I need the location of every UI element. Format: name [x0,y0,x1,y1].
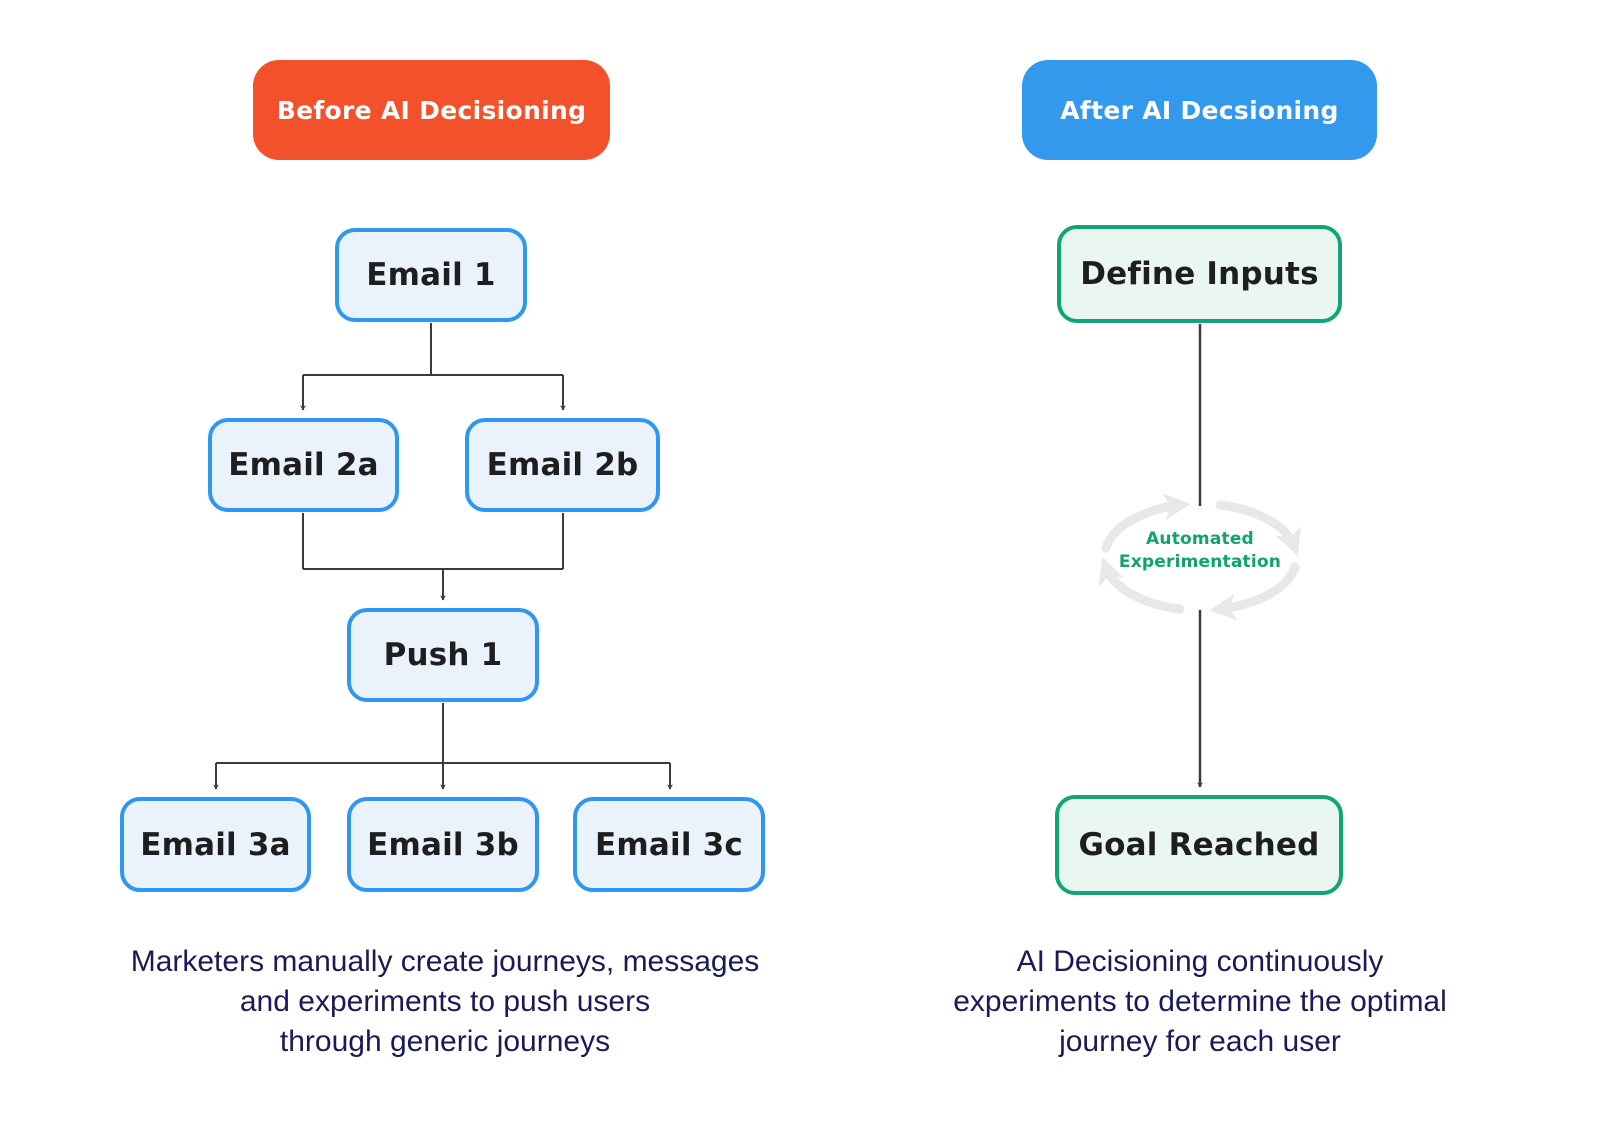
flow-node-email-2a: Email 2a [208,418,399,512]
before-caption-line2: and experiments to push users [239,985,651,1018]
after-caption-line3: journey for each user [1059,1025,1341,1058]
before-header-label: Before AI Decisioning [276,95,587,125]
flow-node-push-1: Push 1 [347,608,539,702]
flow-node-define-inputs: Define Inputs [1057,225,1342,323]
loop-label-line1: Automated [1146,529,1254,549]
goal-reached-label: Goal Reached [1078,827,1320,863]
email-3a-label: Email 3a [140,826,291,863]
before-ai-decisioning-header: Before AI Decisioning [253,60,610,160]
after-header-label: After AI Decsioning [1060,95,1339,125]
email-1-label: Email 1 [366,257,496,293]
after-caption: AI Decisioning continuously experiments … [880,942,1520,1062]
before-caption-line3: through generic journeys [279,1025,611,1058]
loop-label-line2: Experimentation [1118,552,1282,572]
email-2b-label: Email 2b [486,447,639,483]
flow-node-goal-reached: Goal Reached [1055,795,1343,895]
left-flow-connectors [213,323,673,790]
email-3c-label: Email 3c [595,826,743,863]
after-ai-decisioning-header: After AI Decsioning [1022,60,1377,160]
flow-node-email-2b: Email 2b [465,418,660,512]
define-inputs-label: Define Inputs [1080,256,1319,292]
flow-node-email-3a: Email 3a [120,797,311,892]
before-caption: Marketers manually create journeys, mess… [85,942,805,1062]
push-1-label: Push 1 [383,637,503,673]
flow-node-email-3c: Email 3c [573,797,765,892]
flow-node-email-3b: Email 3b [347,797,539,892]
email-3b-label: Email 3b [367,826,519,863]
email-2a-label: Email 2a [228,447,379,483]
automated-experimentation-label: Automated Experimentation [1100,528,1300,574]
flow-node-email-1: Email 1 [335,228,527,322]
after-caption-line2: experiments to determine the optimal [953,985,1447,1018]
after-caption-line1: AI Decisioning continuously [1016,945,1384,978]
before-caption-line1: Marketers manually create journeys, mess… [130,945,760,978]
